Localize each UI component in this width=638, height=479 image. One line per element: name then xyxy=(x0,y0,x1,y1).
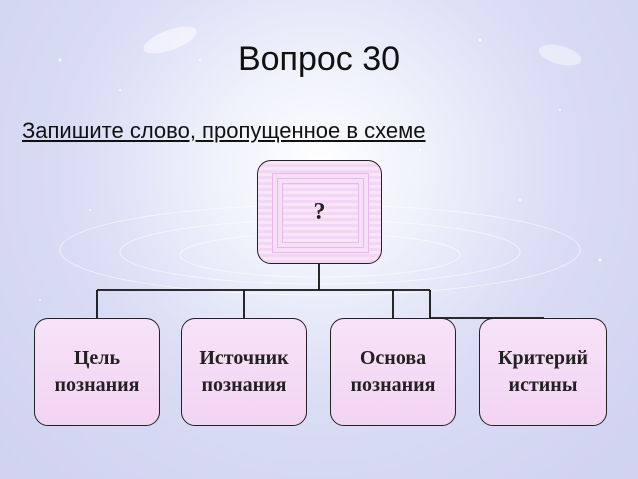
diagram-node-basis: Основа познания xyxy=(330,318,456,426)
diagram-node-criterion: Критерий истины xyxy=(479,318,607,426)
node-line2: познания xyxy=(350,374,436,396)
node-line2: познания xyxy=(201,374,287,396)
root-node-pattern xyxy=(272,173,369,253)
diagram-node-goal: Цель познания xyxy=(34,318,160,426)
diagram-root-node: ? xyxy=(257,160,382,264)
node-line1: Критерий xyxy=(497,347,589,369)
slide-subtitle: Запишите слово, пропущенное в схеме xyxy=(22,118,426,143)
node-line1: Цель xyxy=(73,347,121,369)
node-line2: истины xyxy=(508,374,578,396)
diagram-node-source: Источник познания xyxy=(181,318,307,426)
slide-title: Вопрос 30 xyxy=(237,40,401,78)
root-node-label: ? xyxy=(313,198,326,225)
node-line1: Основа xyxy=(359,347,427,369)
node-line1: Источник xyxy=(199,347,289,369)
node-line2: познания xyxy=(54,374,140,396)
